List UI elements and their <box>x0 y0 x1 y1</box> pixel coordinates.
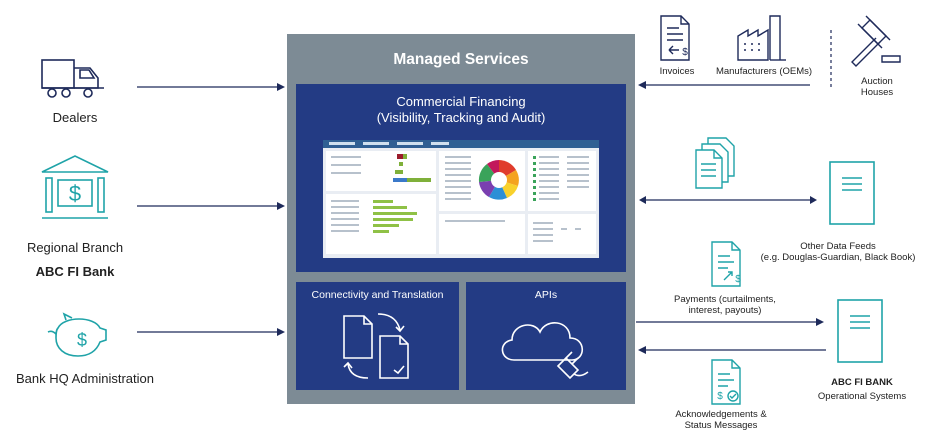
other-feeds-label: Other Data Feeds (e.g. Douglas-Guardian,… <box>758 241 918 263</box>
regional-branch-label: Regional Branch <box>26 240 124 255</box>
cloud-plug-icon <box>501 322 589 380</box>
suppliers-arrow <box>638 81 810 89</box>
commercial-financing-box: Commercial Financing (Visibility, Tracki… <box>296 84 626 272</box>
hq-arrow <box>137 328 285 336</box>
other-feeds-line2: (e.g. Douglas-Guardian, Black Book) <box>760 252 916 263</box>
ack-line2: Status Messages <box>684 420 758 431</box>
divider-line <box>830 30 832 88</box>
auction-line2: Houses <box>860 87 894 98</box>
apis-title: APIs <box>534 289 558 301</box>
payments-arrow <box>636 318 824 326</box>
hq-label: Bank HQ Administration <box>15 371 154 386</box>
svg-text:$: $ <box>682 47 688 58</box>
payments-line1: Payments (curtailments, <box>674 294 776 305</box>
invoice-icon: $ <box>660 15 690 61</box>
svg-text:$: $ <box>735 274 741 285</box>
piggy-bank-icon: $ <box>47 312 107 357</box>
connectivity-translation-title: Connectivity and Translation <box>311 289 444 301</box>
commercial-financing-title-line1: Commercial Financing <box>396 94 526 109</box>
dealers-label: Dealers <box>52 110 98 125</box>
branch-arrow <box>137 202 285 210</box>
ack-arrow <box>638 346 826 354</box>
payments-line2: interest, payouts) <box>688 305 762 316</box>
other-feeds-line1: Other Data Feeds <box>800 241 876 252</box>
managed-services-panel: Managed Services Commercial Financing (V… <box>287 34 635 404</box>
connectivity-translation-box: Connectivity and Translation <box>296 282 459 390</box>
manufacturers-label: Manufacturers (OEMs) <box>715 66 813 77</box>
documents-icon <box>695 137 735 189</box>
invoices-label: Invoices <box>659 66 695 77</box>
ops-systems-label: Operational Systems <box>817 391 907 402</box>
dealers-arrow <box>137 83 285 91</box>
truck-icon <box>41 59 104 98</box>
svg-text:$: $ <box>717 391 723 402</box>
apis-box: APIs <box>466 282 626 390</box>
ops-system-icon <box>837 299 883 363</box>
data-feeds-arrow <box>639 196 817 204</box>
bank-name-label: ABC FI Bank <box>35 264 115 279</box>
commercial-financing-title: Commercial Financing (Visibility, Tracki… <box>296 94 626 126</box>
factory-icon <box>737 15 786 61</box>
ops-bank-label: ABC FI BANK <box>831 377 893 388</box>
ack-doc-icon: $ <box>711 359 741 405</box>
payments-label: Payments (curtailments, interest, payout… <box>660 294 790 316</box>
dashboard-screenshot <box>323 140 599 258</box>
bank-icon: $ <box>41 155 109 219</box>
data-feed-icon <box>829 161 875 225</box>
file-sync-icon <box>343 313 409 379</box>
managed-services-title: Managed Services <box>393 51 529 68</box>
ack-line1: Acknowledgements & <box>675 409 767 420</box>
svg-text:$: $ <box>69 181 81 206</box>
svg-text:$: $ <box>77 330 87 350</box>
auction-houses-label: Auction Houses <box>852 76 902 98</box>
ack-label: Acknowledgements & Status Messages <box>656 409 786 431</box>
auction-line1: Auction <box>861 76 893 87</box>
payment-doc-icon: $ <box>711 241 741 287</box>
commercial-financing-title-line2: (Visibility, Tracking and Audit) <box>376 110 546 125</box>
gavel-icon <box>851 15 901 67</box>
